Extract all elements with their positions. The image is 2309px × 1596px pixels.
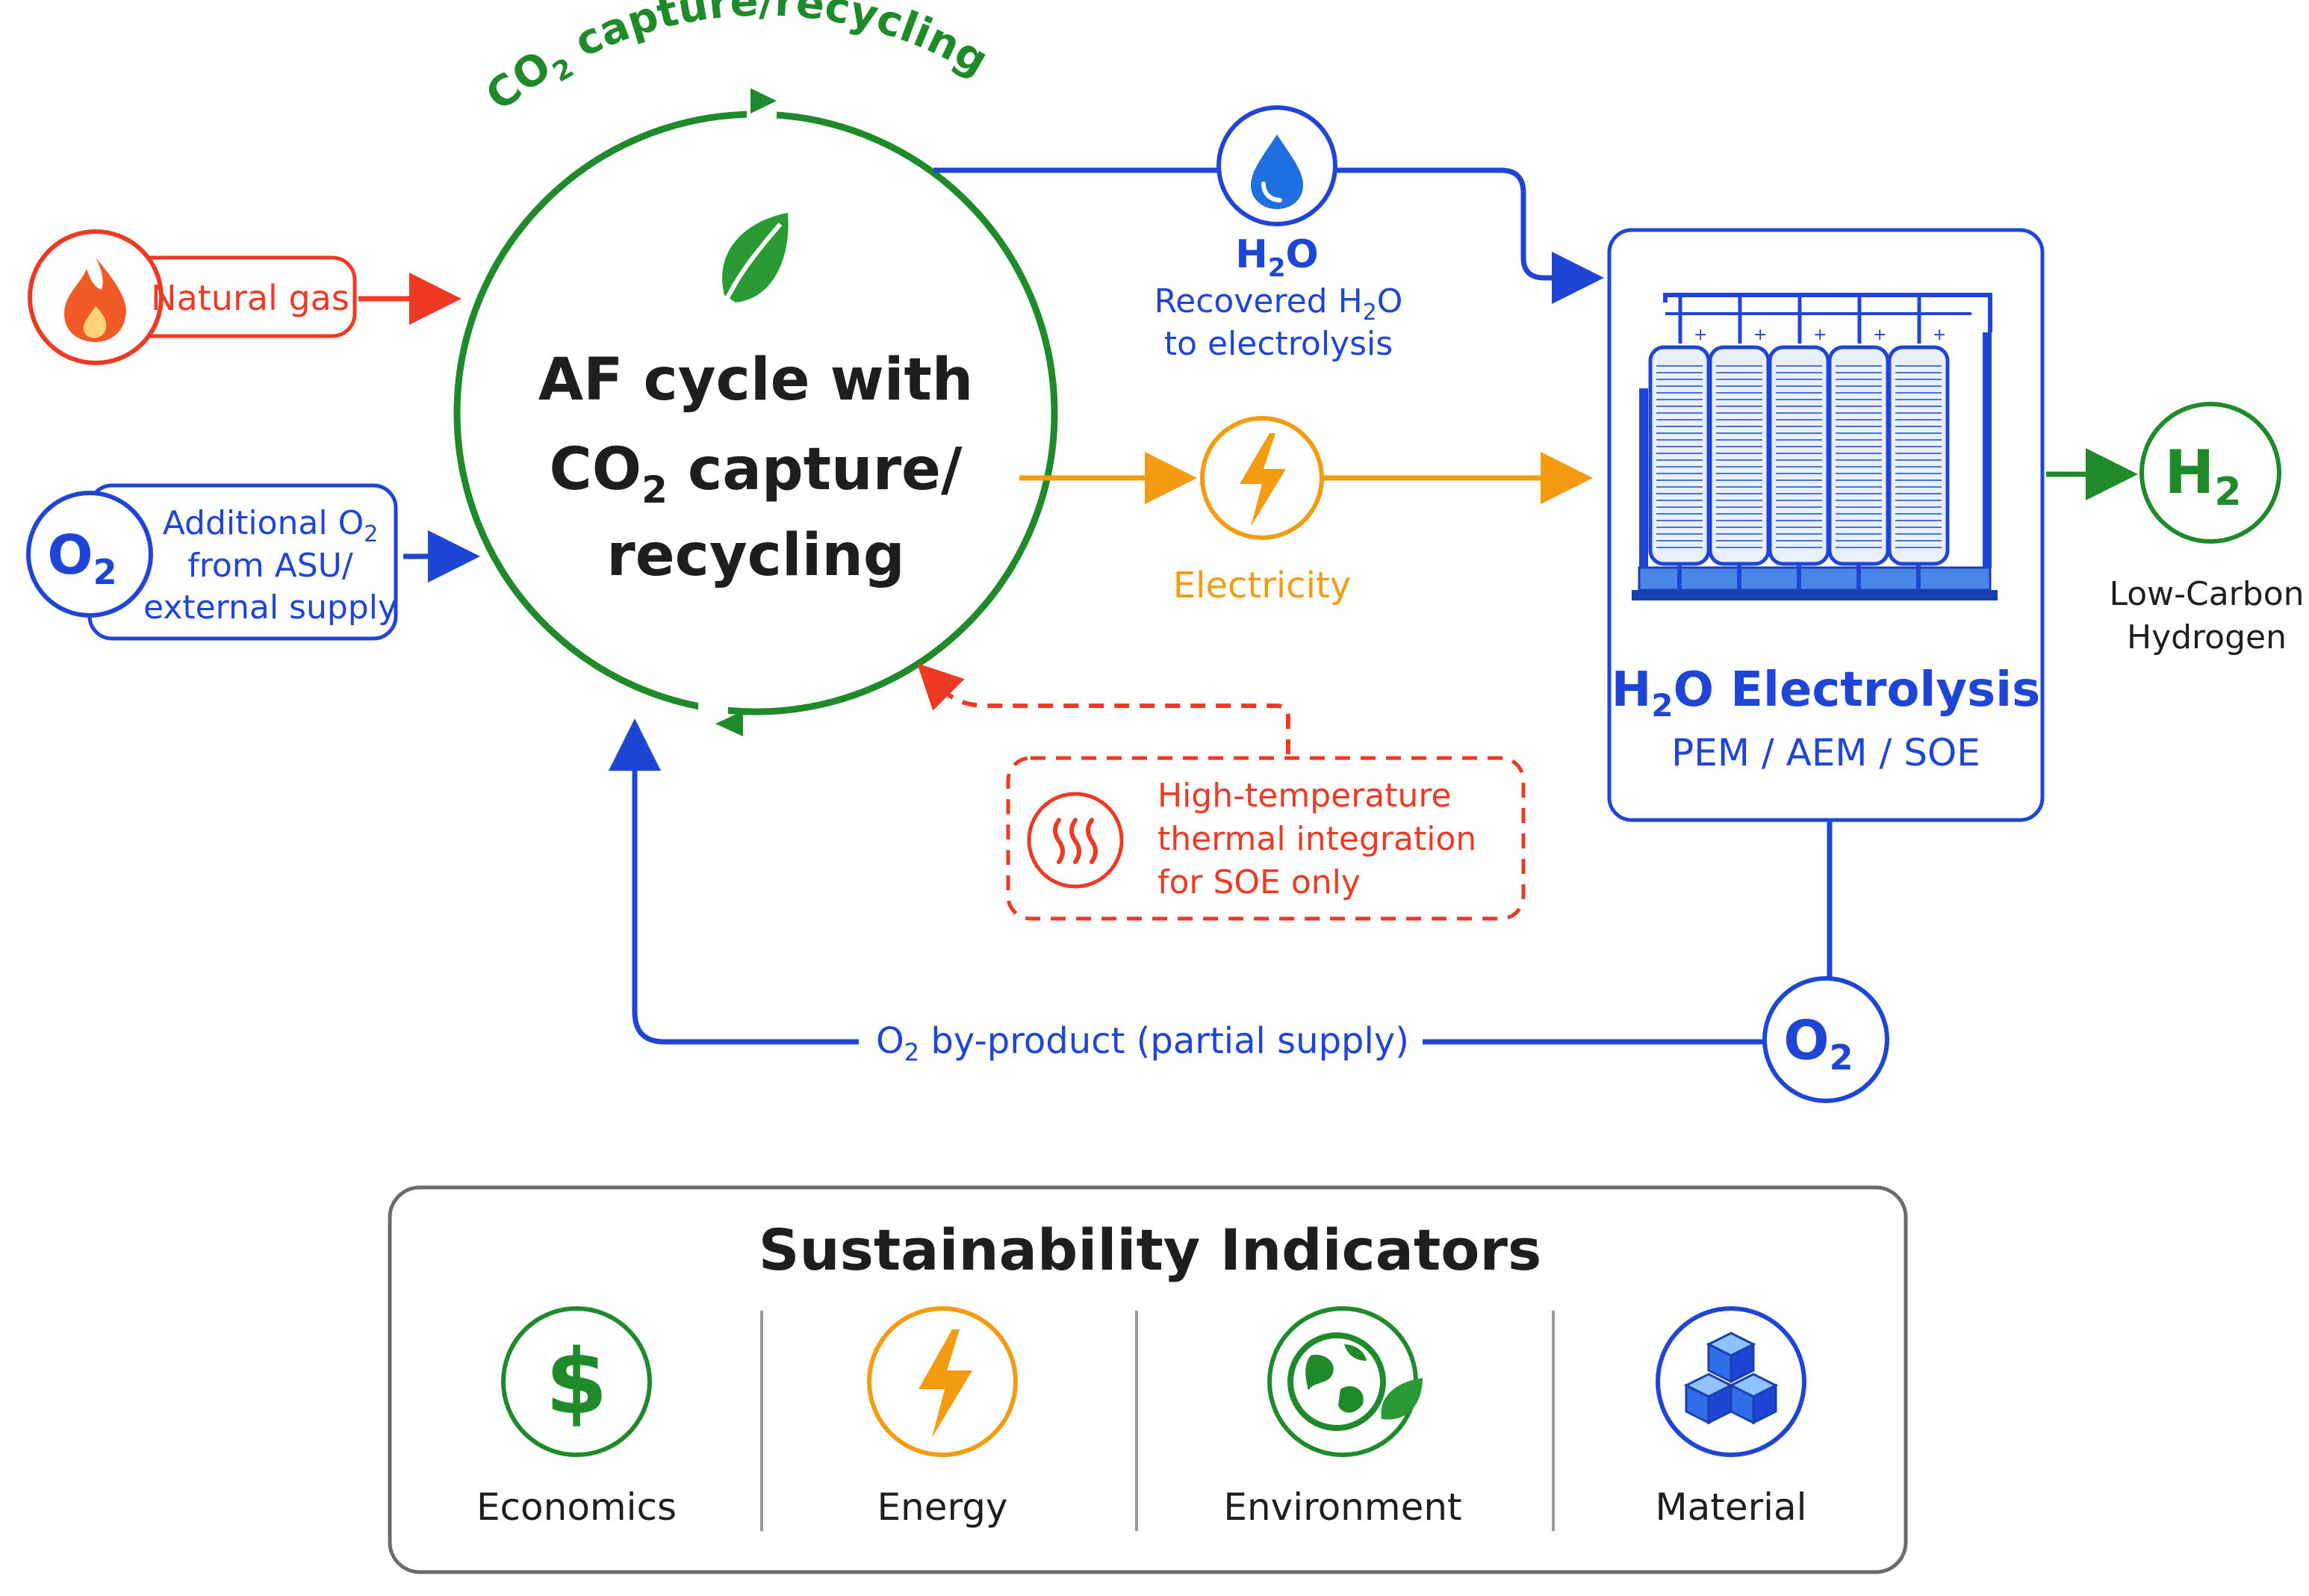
additional-o2-input: O2 Additional O2 from ASU/ external supp… xyxy=(26,483,480,641)
indicator-label: Material xyxy=(1655,1485,1806,1529)
heat-icon xyxy=(1053,818,1098,864)
svg-text:+: + xyxy=(1873,326,1886,344)
indicator-label: Energy xyxy=(877,1485,1007,1529)
thermal-line1: High-temperature xyxy=(1157,777,1452,815)
cycle-title-line1: AF cycle with xyxy=(538,347,974,414)
thermal-line3: for SOE only xyxy=(1157,863,1361,901)
thermal-box xyxy=(1006,756,1526,921)
cycle-title-line2: CO2 capture/ xyxy=(550,436,963,512)
indicator-environment: Environment xyxy=(1223,1306,1462,1529)
natural-gas-input: Natural gas xyxy=(28,229,462,365)
thermal-integration: High-temperature thermal integration for… xyxy=(917,663,1526,921)
af-cycle: CO2 capture/recycling AF cycle with CO2 … xyxy=(453,0,1058,736)
lightning-icon xyxy=(919,1329,972,1438)
indicator-label: Environment xyxy=(1223,1485,1461,1529)
o2-input-badge xyxy=(26,491,153,618)
water-line xyxy=(933,167,1583,278)
water-label: H2O xyxy=(1235,232,1318,283)
water-line2: to electrolysis xyxy=(1164,325,1393,363)
sustainability-title: Sustainability Indicators xyxy=(759,1217,1541,1283)
additional-o2-line1: Additional O2 xyxy=(163,504,379,547)
electrolysis-title: H2O Electrolysis xyxy=(1612,662,2040,724)
o2-byproduct-badge xyxy=(1762,976,1889,1103)
cycle-arrow-bottom xyxy=(715,711,743,736)
indicator-economics: $ Economics xyxy=(476,1306,677,1529)
hydrogen-output: H2 Low-Carbon Hydrogen xyxy=(2046,402,2305,656)
additional-o2-line2: from ASU/ xyxy=(187,547,353,585)
electricity-label: Electricity xyxy=(1173,565,1351,606)
electricity-flow: Electricity xyxy=(1019,416,1593,606)
hydrogen-badge xyxy=(2139,402,2281,544)
water-line1: Recovered H2O xyxy=(1154,282,1403,326)
o2-byproduct-line-left xyxy=(609,718,859,1045)
o2-byproduct-label: O2 by-product (partial supply) xyxy=(876,1020,1409,1066)
leaf-icon xyxy=(722,213,789,305)
cycle-arrow-top xyxy=(750,88,777,114)
sustainability-panel: Sustainability Indicators $ Economics En… xyxy=(388,1185,1908,1574)
indicator-energy: Energy xyxy=(867,1306,1018,1529)
lightning-icon xyxy=(1240,433,1286,527)
dollar-icon: $ xyxy=(545,1331,608,1435)
water-flow: H2O Recovered H2O to electrolysis xyxy=(933,105,1583,363)
hydrogen-line1: Low-Carbon xyxy=(2109,575,2304,613)
o2-byproduct-badge-label: O2 xyxy=(1783,1009,1853,1078)
thermal-arrow xyxy=(917,663,1290,754)
electrolysis-subtitle: PEM / AEM / SOE xyxy=(1671,731,1980,774)
svg-text:+: + xyxy=(1753,326,1767,344)
additional-o2-line3: external supply xyxy=(143,589,397,627)
thermal-line2: thermal integration xyxy=(1157,820,1476,858)
indicator-material: Material xyxy=(1655,1306,1807,1529)
flame-icon xyxy=(64,258,126,342)
hydrogen-badge-label: H2 xyxy=(2164,438,2241,515)
o2-byproduct-flow: O2 O2 by-product (partial supply) xyxy=(609,718,1889,1103)
svg-text:+: + xyxy=(1694,326,1707,344)
indicator-label: Economics xyxy=(476,1485,677,1529)
electrolyzer-stack-icon: + + + + + xyxy=(1632,293,1998,600)
cycle-arc-label: CO2 capture/recycling xyxy=(477,0,996,120)
o2-input-badge-label: O2 xyxy=(47,524,116,592)
sustainability-box xyxy=(388,1185,1908,1574)
cycle-title-line3: recycling xyxy=(606,522,905,589)
water-drop-icon xyxy=(1251,134,1303,209)
electrolysis-unit: + + + + + H2O Electrolysis PEM / AEM / SOE xyxy=(1607,228,2045,822)
svg-text:+: + xyxy=(1813,326,1827,344)
natural-gas-label: Natural gas xyxy=(151,278,349,318)
dollar-icon-badge xyxy=(501,1306,652,1457)
hydrogen-line2: Hydrogen xyxy=(2127,618,2287,656)
svg-text:+: + xyxy=(1933,326,1946,344)
globe-leaf-icon xyxy=(1287,1332,1423,1431)
cubes-icon xyxy=(1683,1332,1779,1425)
